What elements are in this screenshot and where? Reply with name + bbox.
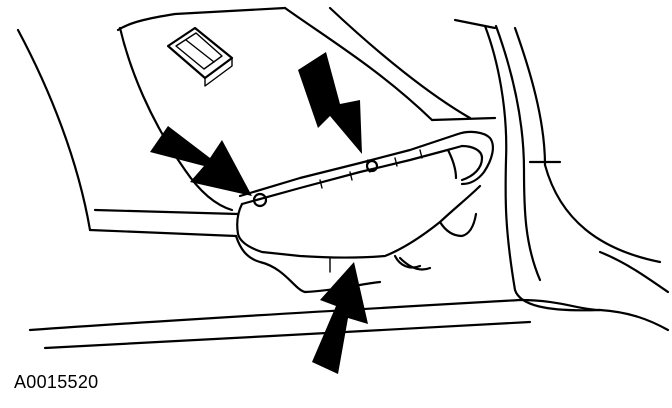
left-fastener [252, 192, 268, 208]
bracket-component [236, 130, 494, 273]
switch-icon [166, 26, 234, 87]
body-structure [16, 6, 670, 350]
arrow-icon [150, 126, 252, 196]
arrow-icon [298, 52, 362, 154]
callout-arrows [150, 52, 368, 374]
figure-reference-code: A0015520 [14, 372, 99, 392]
arrow-icon [312, 262, 368, 374]
